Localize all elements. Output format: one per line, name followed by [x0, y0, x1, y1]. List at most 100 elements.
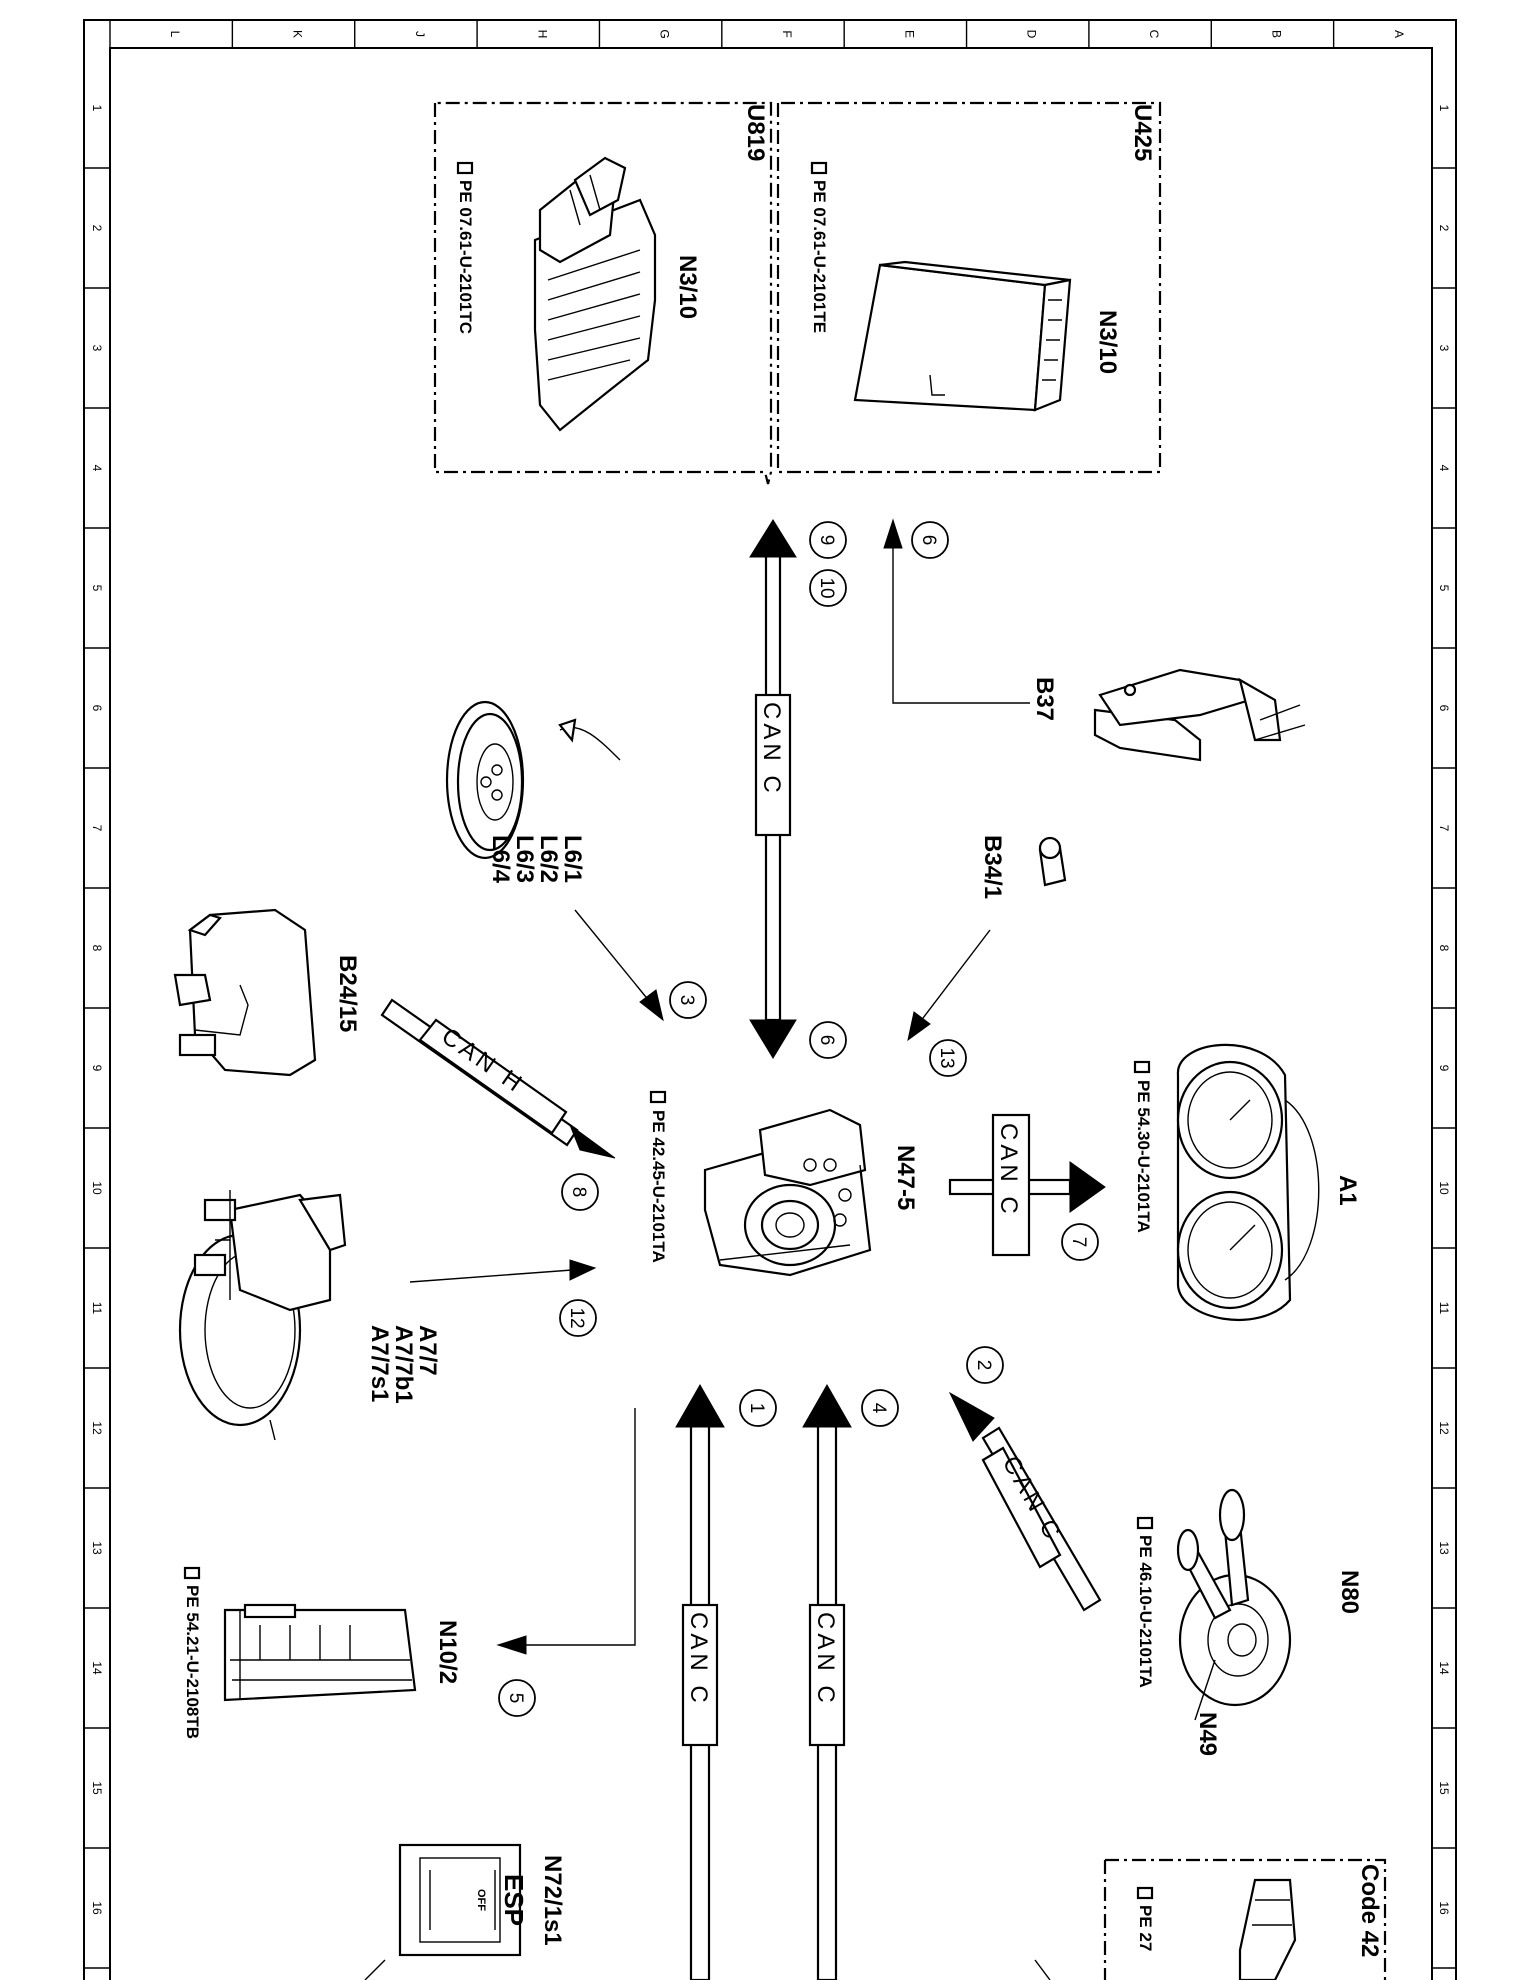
n47-5-unit-illustration	[703, 1108, 872, 1277]
callout-7: 7	[1061, 1223, 1099, 1261]
pe-ref-code-box: PE 27	[1136, 1905, 1155, 1951]
a7-arrow	[409, 1259, 597, 1283]
callout-6-top: 6	[911, 521, 949, 559]
b37-line	[883, 518, 1030, 704]
b24-15-sensor-illustration	[173, 908, 317, 1077]
row-number: 8	[1437, 945, 1451, 952]
svg-text:12: 12	[566, 1307, 587, 1328]
column-letter: J	[413, 31, 427, 37]
n10-2-fuse-box-illustration	[223, 1603, 417, 1702]
column-letter: F	[780, 30, 794, 37]
row-number: 15	[1437, 1781, 1451, 1795]
column-letter: H	[535, 30, 549, 39]
row-number: 12	[90, 1421, 104, 1435]
callout-10: 10	[809, 569, 847, 607]
code-42-box: Code 42 PE 27	[1034, 1858, 1387, 1980]
column-letter: E	[902, 30, 916, 38]
svg-text:6: 6	[816, 1035, 837, 1046]
row-number: 14	[1437, 1661, 1451, 1675]
b37-label: B37	[1031, 677, 1058, 721]
row-number: 8	[90, 945, 104, 952]
pe-ref-n80: PE 46.10-U-2101TA	[1136, 1535, 1155, 1688]
off-label: OFF	[475, 1889, 487, 1911]
u425-box: U425 N3/10 PE 07.61-U-2101TE	[776, 101, 1162, 474]
callout-1: 1	[739, 1389, 777, 1427]
row-number: 2	[90, 225, 104, 232]
b34-1-label: B34/1	[979, 835, 1006, 899]
a7-7b1-label: A7/7b1	[390, 1325, 417, 1404]
callout-13: 13	[929, 1039, 967, 1077]
svg-text:8: 8	[568, 1187, 589, 1198]
n80-steering-module-illustration	[1176, 1488, 1292, 1721]
callout-6: 6	[809, 1021, 847, 1059]
a7-brake-booster-illustration	[178, 1190, 347, 1441]
pe-ref-u819: PE 07.61-U-2101TC	[456, 180, 475, 334]
code-42-part-illustration	[1238, 1878, 1297, 1980]
n3-10-label-u425: N3/10	[1094, 310, 1121, 374]
n72-1s1-line	[364, 1959, 386, 1980]
can-c-label-a1: CAN C	[995, 1123, 1022, 1218]
can-c-bus-a1: CAN C	[948, 1113, 1106, 1257]
svg-text:7: 7	[1068, 1237, 1089, 1248]
a1-label: A1	[1334, 1175, 1361, 1206]
row-number: 7	[1437, 825, 1451, 832]
callout-2: 2	[966, 1346, 1004, 1384]
n3-10-label-u819: N3/10	[674, 255, 701, 319]
pe-ref-icon	[810, 161, 828, 175]
callout-3: 3	[669, 981, 707, 1019]
callout-12: 12	[559, 1299, 597, 1337]
svg-text:3: 3	[676, 995, 697, 1006]
column-letter: C	[1147, 30, 1161, 39]
row-number: 9	[1437, 1065, 1451, 1072]
sheet-frame	[83, 19, 1457, 1980]
svg-text:2: 2	[973, 1360, 994, 1371]
n80-label: N80	[1336, 1570, 1363, 1614]
column-letter: K	[291, 30, 305, 38]
row-number: 1	[90, 105, 104, 112]
row-number: 1	[1437, 105, 1451, 112]
row-number: 6	[90, 705, 104, 712]
row-number: 5	[90, 585, 104, 592]
ecm-u819-illustration	[533, 156, 657, 432]
pe-ref-icon	[456, 161, 474, 175]
row-number: 7	[90, 825, 104, 832]
a1-instrument-cluster-illustration	[1176, 1043, 1320, 1322]
l6-2-label: L6/2	[535, 835, 562, 883]
n49-label: N49	[1194, 1712, 1221, 1756]
l6-3-label: L6/3	[511, 835, 538, 883]
svg-text:4: 4	[868, 1403, 889, 1414]
u819-box: U819 N3/10 PE 07.61-U-2101TC	[433, 101, 773, 485]
row-number: 11	[90, 1302, 104, 1315]
esp-off-switch-illustration: ESP OFF	[398, 1843, 529, 1957]
svg-text:5: 5	[505, 1693, 526, 1704]
callout-9: 9	[809, 521, 847, 559]
row-number: 13	[90, 1541, 104, 1555]
row-number: 11	[1437, 1302, 1451, 1315]
row-number: 10	[1437, 1181, 1451, 1195]
row-number: 6	[1437, 705, 1451, 712]
pe-ref-icon	[183, 1566, 201, 1580]
can-c-label-4: CAN C	[812, 1612, 839, 1707]
a7-7s1-label: A7/7s1	[366, 1325, 393, 1402]
callout-5: 5	[498, 1679, 536, 1717]
row-number: 2	[1437, 225, 1451, 232]
pe-ref-a1: PE 54.30-U-2101TA	[1134, 1080, 1153, 1233]
esp-label: ESP	[499, 1874, 529, 1926]
can-c-bus-n80: CAN C	[948, 1391, 1102, 1612]
row-number: 14	[90, 1661, 104, 1675]
u425-label: U425	[1129, 104, 1156, 161]
code-42-label: Code 42	[1356, 1864, 1383, 1957]
l6-4-label: L6/4	[487, 835, 514, 884]
column-letter: B	[1269, 30, 1283, 38]
row-number: 15	[90, 1781, 104, 1795]
callout-8: 8	[561, 1173, 599, 1211]
b34-1-arrow	[907, 929, 991, 1042]
svg-text:10: 10	[816, 577, 837, 598]
row-number: 3	[1437, 345, 1451, 352]
can-h-bus: CAN H	[380, 998, 616, 1159]
b37-pedal-illustration	[1093, 668, 1306, 762]
svg-text:9: 9	[816, 535, 837, 546]
